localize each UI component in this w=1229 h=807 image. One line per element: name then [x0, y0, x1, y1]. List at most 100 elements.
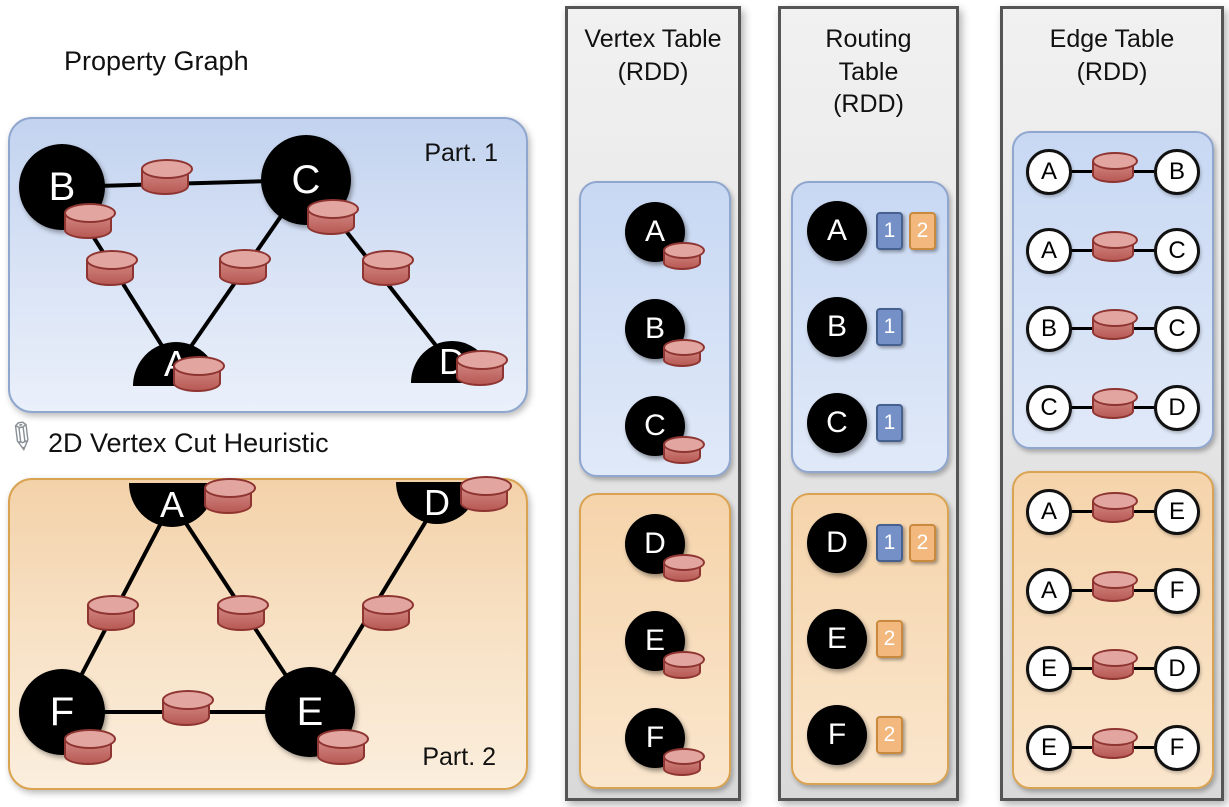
db-cylinder-icon — [173, 356, 225, 392]
edge-row-A-E: A E — [1014, 482, 1212, 542]
db-cylinder-icon — [460, 476, 512, 512]
db-cylinder-icon — [663, 553, 705, 582]
partition-badges: 1 — [876, 308, 903, 346]
routing-table-title-line2: Table — [838, 57, 899, 86]
vertex-table-part2-group: D E F — [579, 493, 731, 789]
edge-src-vertex: A — [1026, 489, 1072, 536]
edge-src-vertex: E — [1026, 724, 1072, 771]
db-cylinder-icon — [1092, 649, 1138, 681]
vertex-table-title-line1: Vertex Table — [584, 25, 722, 53]
routing-table-title-line3: (RDD) — [833, 90, 904, 118]
db-cylinder-icon — [1092, 152, 1138, 184]
routing-table-title: Routing Table (RDD) — [781, 23, 956, 121]
routing-vertex-B: B — [807, 297, 867, 357]
partition-badge-2: 2 — [876, 620, 903, 658]
db-cylinder-icon — [362, 595, 414, 631]
edge-table-title-line1: Edge Table — [1049, 25, 1175, 53]
vertex-row: F — [625, 708, 705, 777]
vertex-circle-A: A — [625, 201, 685, 262]
db-cylinder-icon — [1092, 727, 1138, 759]
edge-row-A-F: A F — [1014, 561, 1212, 621]
routing-vertex-E: E — [807, 609, 867, 669]
db-cylinder-icon — [663, 436, 705, 465]
edge-src-vertex: B — [1026, 306, 1072, 353]
db-cylinder-icon — [1092, 309, 1138, 341]
partition-badge-1: 1 — [876, 404, 903, 442]
edge-src-vertex: A — [1026, 227, 1072, 274]
vertex-cut-heuristic-label: 2D Vertex Cut Heuristic — [48, 428, 329, 458]
routing-row: A 1 2 — [793, 201, 947, 261]
routing-row: E 2 — [793, 609, 947, 669]
db-cylinder-icon — [663, 748, 705, 777]
db-cylinder-icon — [86, 250, 138, 286]
partition-badge-2: 2 — [909, 524, 936, 562]
routing-vertex-C: C — [807, 393, 867, 453]
edge-row-A-B: A B — [1014, 142, 1212, 202]
partition-2-label: Part. 2 — [422, 743, 496, 771]
edge-dst-vertex: C — [1154, 306, 1200, 353]
db-cylinder-icon — [141, 159, 193, 195]
edge-dst-vertex: F — [1154, 567, 1200, 614]
routing-vertex-D: D — [807, 513, 867, 573]
db-cylinder-icon — [663, 338, 705, 367]
routing-row: F 2 — [793, 705, 947, 765]
partition-badge-1: 1 — [876, 308, 903, 346]
vertex-table-column: Vertex Table (RDD) A B C D E — [565, 6, 741, 801]
db-cylinder-icon — [1092, 570, 1138, 602]
edge-row-A-C: A C — [1014, 221, 1212, 281]
partition-badge-1: 1 — [876, 524, 903, 562]
db-cylinder-icon — [87, 595, 139, 631]
db-cylinder-icon — [204, 478, 256, 514]
edge-src-vertex: A — [1026, 567, 1072, 614]
edge-row-B-C: B C — [1014, 299, 1212, 359]
db-cylinder-icon — [663, 241, 705, 270]
vertex-row: B — [625, 298, 705, 367]
edge-src-vertex: C — [1026, 384, 1072, 431]
partition-badge-2: 2 — [876, 716, 903, 754]
db-cylinder-icon — [217, 595, 269, 631]
db-cylinder-icon — [1092, 230, 1138, 262]
vertex-table-title: Vertex Table (RDD) — [568, 23, 738, 88]
property-graph-title: Property Graph — [64, 46, 249, 76]
edge-dst-vertex: B — [1154, 149, 1200, 196]
db-cylinder-icon — [362, 250, 414, 286]
db-cylinder-icon — [456, 350, 508, 386]
partition-badge-1: 1 — [876, 212, 903, 250]
routing-row: B 1 — [793, 297, 947, 357]
db-cylinder-icon — [663, 650, 705, 679]
vertex-row: E — [625, 610, 705, 679]
routing-row: D 1 2 — [793, 513, 947, 573]
partition-badges: 2 — [876, 716, 903, 754]
edge-table-column: Edge Table (RDD) A B A C B C C D — [1000, 6, 1224, 801]
vertex-row: D — [625, 513, 705, 582]
routing-table-part2-group: D 1 2 E 2 F 2 — [791, 493, 949, 785]
partition-badges: 1 2 — [876, 524, 936, 562]
partition-badges: 2 — [876, 620, 903, 658]
db-cylinder-icon — [1092, 387, 1138, 419]
partition-1-label: Part. 1 — [424, 139, 498, 167]
partition-badges: 1 2 — [876, 212, 936, 250]
edge-table-title: Edge Table (RDD) — [1003, 23, 1221, 88]
routing-vertex-F: F — [807, 705, 867, 765]
routing-table-column: Routing Table (RDD) A 1 2 B 1 C 1 — [778, 6, 959, 801]
edge-dst-vertex: E — [1154, 489, 1200, 536]
routing-row: C 1 — [793, 393, 947, 453]
partition-badge-2: 2 — [909, 212, 936, 250]
vertex-row: C — [625, 396, 705, 465]
vertex-table-part1-group: A B C — [579, 181, 731, 477]
edge-dst-vertex: F — [1154, 724, 1200, 771]
vertex-row: A — [625, 201, 705, 270]
edge-table-part2-group: A E A F E D E F — [1012, 471, 1214, 789]
edge-table-title-line2: (RDD) — [1076, 57, 1148, 86]
edge-table-part1-group: A B A C B C C D — [1012, 131, 1214, 449]
partition-badges: 1 — [876, 404, 903, 442]
edge-row-E-D: E D — [1014, 639, 1212, 699]
edge-row-E-F: E F — [1014, 718, 1212, 778]
routing-table-title-line1: Routing — [825, 25, 912, 53]
edge-src-vertex: E — [1026, 646, 1072, 693]
edge-dst-vertex: D — [1154, 646, 1200, 693]
edge-dst-vertex: C — [1154, 227, 1200, 274]
db-cylinder-icon — [64, 203, 116, 239]
db-cylinder-icon — [64, 729, 116, 765]
